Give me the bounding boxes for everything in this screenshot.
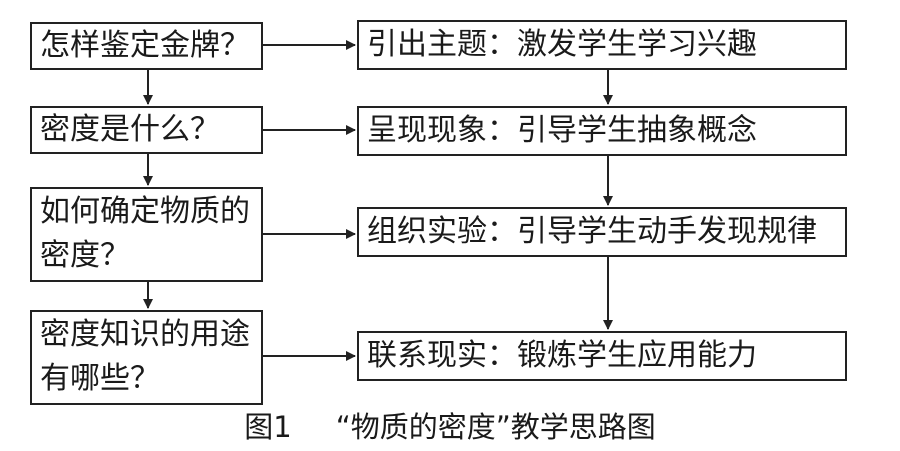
question-text-line-2: 密度？ — [40, 238, 130, 273]
question-box-what-is-density: 密度是什么？ — [30, 106, 263, 154]
stage-text: 联系现实：锻炼学生应用能力 — [367, 338, 757, 373]
figure-number: 图1 — [244, 410, 292, 444]
stage-text: 组织实验：引导学生动手发现规律 — [367, 214, 817, 249]
figure-caption: 图1 “物质的密度”教学思路图 — [0, 407, 900, 447]
question-text: 怎样鉴定金牌？ — [40, 28, 250, 63]
question-text-line-1: 密度知识的用途 — [40, 317, 250, 352]
stage-box-introduce-topic: 引出主题：激发学生学习兴趣 — [357, 20, 847, 70]
stage-box-present-phenomenon: 呈现现象：引导学生抽象概念 — [357, 106, 847, 156]
question-box-gold-medal: 怎样鉴定金牌？ — [30, 22, 263, 70]
question-box-determine-density: 如何确定物质的 密度？ — [30, 187, 263, 282]
figure-title: “物质的密度”教学思路图 — [335, 410, 656, 444]
question-text-line-2: 有哪些？ — [40, 361, 160, 396]
question-text: 密度是什么？ — [40, 112, 220, 147]
stage-text: 呈现现象：引导学生抽象概念 — [367, 113, 757, 148]
question-text-line-1: 如何确定物质的 — [40, 194, 250, 229]
stage-text: 引出主题：激发学生学习兴趣 — [367, 27, 757, 62]
question-box-density-uses: 密度知识的用途 有哪些？ — [30, 310, 263, 405]
stage-box-organize-experiment: 组织实验：引导学生动手发现规律 — [357, 207, 847, 257]
stage-box-connect-reality: 联系现实：锻炼学生应用能力 — [357, 331, 847, 381]
